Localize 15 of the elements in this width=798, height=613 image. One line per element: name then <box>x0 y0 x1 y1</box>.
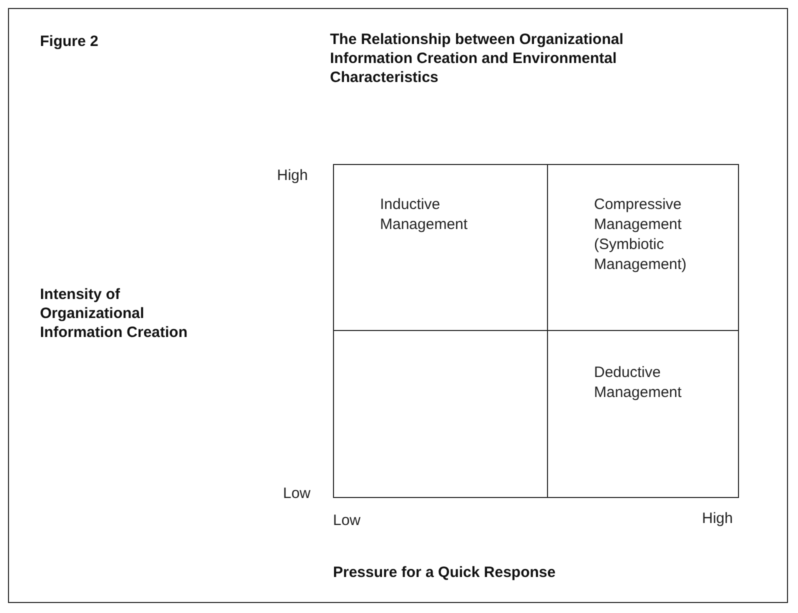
x-axis-title: Pressure for a Quick Response <box>333 563 556 582</box>
axis-tick-label: Low <box>283 485 311 502</box>
figure-number: Figure 2 <box>40 32 98 51</box>
quadrant-cell <box>547 330 739 498</box>
quadrant-label: Deductive Management <box>594 363 683 403</box>
quadrant-cell <box>547 164 739 331</box>
y-axis-title: Intensity of Organizational Information Creation <box>40 285 189 342</box>
axis-tick-label: High <box>277 167 308 184</box>
figure-title: The Relationship between Organizational Information Creation and Environmental Characteristics <box>330 30 624 87</box>
axis-tick-label: Low <box>333 512 361 529</box>
quadrant-cell <box>333 164 548 331</box>
quadrant-label: Inductive Management <box>380 195 469 235</box>
quadrant-label: Compressive Management (Symbiotic Management) <box>594 195 688 275</box>
empty-quadrant-cell <box>333 330 548 498</box>
axis-tick-label: High <box>702 510 733 527</box>
